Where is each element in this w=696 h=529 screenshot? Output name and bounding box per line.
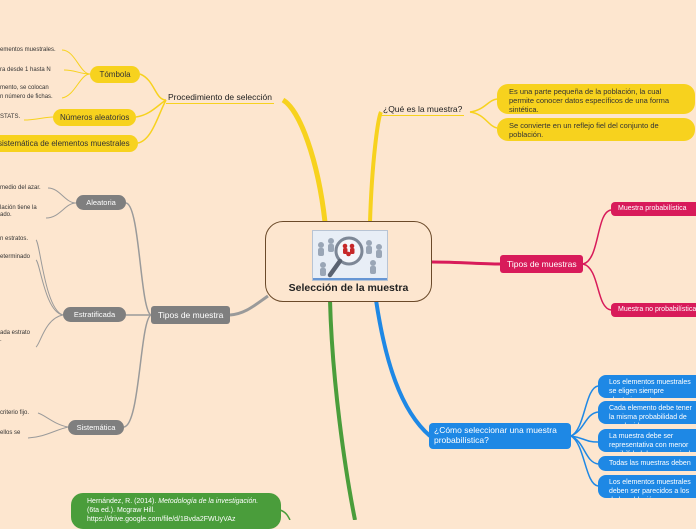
estratificada-node[interactable]: Estratificada (63, 307, 126, 322)
sistematica-leaf: criterio fijo. (0, 410, 30, 416)
como-seleccionar-topic[interactable]: ¿Cómo seleccionar una muestra probabilís… (429, 423, 571, 449)
aleatoria-node[interactable]: Aleatoria (76, 195, 126, 210)
que-es-item[interactable]: Es una parte pequeña de la población, la… (497, 84, 695, 114)
aleatoria-leaf: ado. (0, 212, 12, 218)
referencia-title: Metodología de la investigación. (158, 498, 259, 505)
procedimiento-topic[interactable]: Procedimiento de selección (166, 92, 274, 104)
central-topic[interactable]: Selección de la muestra (265, 221, 432, 302)
sistematica-node[interactable]: Sistemática (68, 420, 124, 435)
tipos-muestra-topic[interactable]: Tipos de muestra (151, 306, 230, 324)
referencia-text: (6ta ed.). Mcgraw Hill. https://drive.go… (87, 507, 236, 523)
como-item[interactable]: Los elementos muestrales se eligen siemp… (598, 375, 696, 398)
como-item[interactable]: Los elementos muestrales deben ser parec… (598, 475, 696, 498)
que-es-topic[interactable]: ¿Qué es la muestra? (381, 104, 465, 116)
que-es-item[interactable]: Se convierte en un reflejo fiel del conj… (497, 118, 695, 141)
aleatoria-leaf: medio del azar. (0, 185, 41, 191)
aleatoria-leaf: lación tiene la (0, 205, 37, 211)
sistematica-yellow-node[interactable]: sistemática de elementos muestrales (0, 135, 138, 152)
estratificada-leaf: . (0, 337, 2, 343)
magnifier-people-icon (312, 230, 388, 281)
tombola-leaf: n número de fichas. (0, 94, 53, 100)
como-item[interactable]: Todas las muestras deben (598, 456, 696, 471)
numeros-aleatorios-node[interactable]: Números aleatorios (53, 109, 136, 126)
estratificada-leaf: ada estrato (0, 330, 31, 336)
estratificada-leaf: n estratos. (0, 236, 29, 242)
referencia-text: Hernández, R. (2014). (87, 498, 159, 505)
tipos-muestras-topic[interactable]: Tipos de muestras (500, 255, 583, 273)
muestra-probabilistica-node[interactable]: Muestra probabilística (611, 202, 696, 216)
muestra-no-probabilistica-node[interactable]: Muestra no probabilística (611, 303, 696, 317)
numeros-leaf: STATS. (0, 114, 21, 120)
central-title: Selección de la muestra (288, 282, 409, 294)
como-item[interactable]: La muestra debe ser representativa con m… (598, 429, 696, 452)
tombola-leaf: mento, se colocan (0, 85, 49, 91)
estratificada-leaf: eterminado (0, 254, 31, 260)
tombola-node[interactable]: Tómbola (90, 66, 140, 83)
tombola-leaf: ementos muestrales. (0, 47, 56, 53)
sistematica-leaf: ellos se (0, 430, 21, 436)
como-item[interactable]: Cada elemento debe tener la misma probab… (598, 401, 696, 424)
tombola-leaf: ra desde 1 hasta N (0, 67, 51, 73)
referencia-node[interactable]: Hernández, R. (2014). Metodología de la … (71, 493, 281, 529)
